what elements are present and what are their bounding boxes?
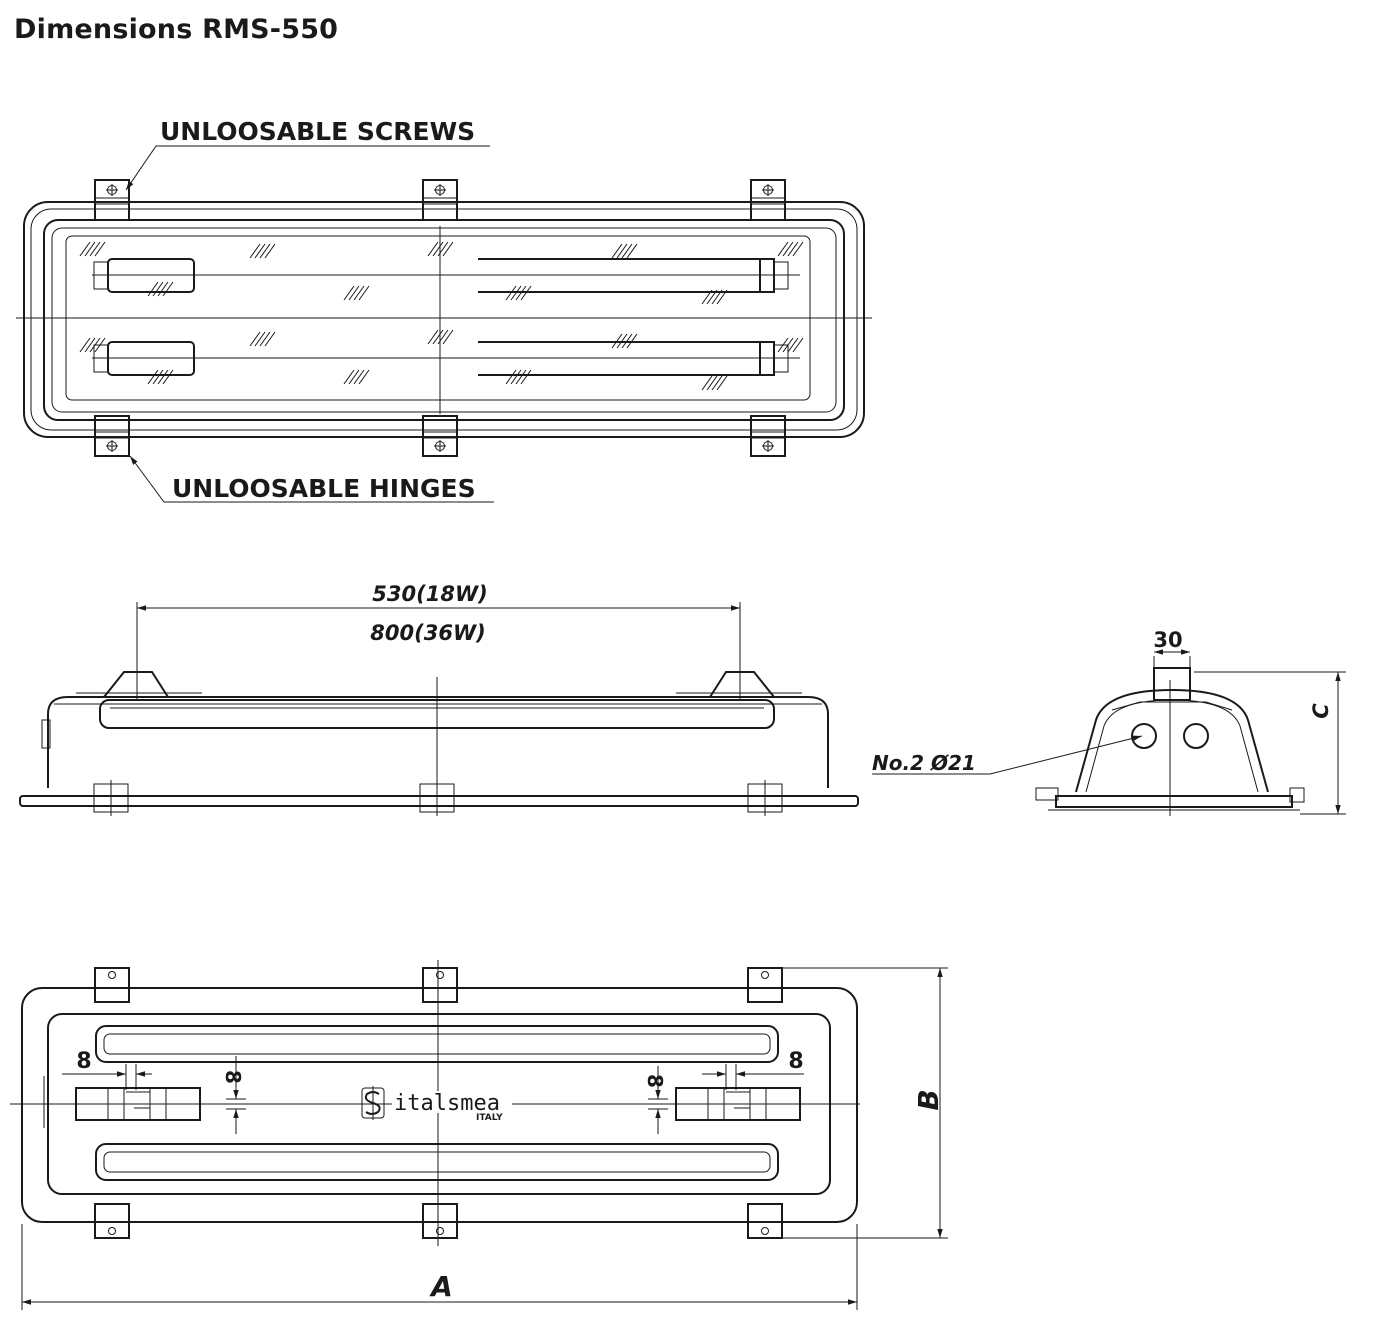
- top-screw-clamps: [94, 179, 786, 221]
- dim-c: C: [1309, 703, 1333, 719]
- end-view-housing: [1075, 688, 1269, 793]
- bottom-view-rail-top: [95, 1025, 779, 1063]
- mount-block-right: [675, 1087, 801, 1121]
- dim-b: B: [912, 1089, 945, 1110]
- callout-unloosable-screws: UNLOOSABLE SCREWS: [160, 117, 475, 146]
- side-view-body: [47, 696, 829, 788]
- end-view-gland: [1153, 667, 1191, 701]
- side-view-clamps: [93, 780, 783, 816]
- bottom-view-tabs: [94, 967, 783, 1239]
- brand-sub: ITALY: [476, 1113, 503, 1123]
- end-view-base-plate: [1055, 795, 1293, 808]
- dim-8-left: 8: [76, 1049, 91, 1074]
- top-view: UNLOOSABLE SCREWS UNLOOSABLE HINGES: [16, 117, 872, 503]
- dim-30: 30: [1153, 628, 1182, 652]
- callout-unloosable-hinges: UNLOOSABLE HINGES: [172, 474, 476, 503]
- dim-a: A: [429, 1270, 453, 1303]
- side-view-base-plate: [19, 795, 859, 807]
- dim-8-right: 8: [788, 1049, 803, 1074]
- dim-530-18w: 530(18W): [372, 582, 487, 606]
- glass-hatching: [79, 241, 804, 391]
- end-view-hole-right: [1183, 723, 1209, 749]
- brand-name: italsmea: [394, 1091, 500, 1116]
- label-no2-hole: No.2 Ø21: [872, 751, 976, 775]
- end-view-hole-left: [1131, 723, 1157, 749]
- bottom-view-outer-frame: [21, 987, 858, 1223]
- bottom-view: 8 8 8 8 italsmea ITALY A: [10, 960, 948, 1310]
- dim-800-36w: 800(36W): [370, 621, 485, 645]
- brand-logo: italsmea ITALY: [361, 1086, 512, 1123]
- dim-8-vertical-right: 8: [643, 1074, 667, 1088]
- bottom-view-rail-bottom: [95, 1143, 779, 1181]
- top-tube-2: [93, 341, 789, 376]
- side-view: 530(18W) 800(36W): [19, 582, 859, 816]
- end-view: 30 No.2 Ø21 C: [872, 628, 1346, 816]
- top-tube-1: [93, 258, 789, 293]
- dim-8-vertical-left: 8: [221, 1070, 245, 1084]
- top-view-outer-frame: [23, 201, 865, 438]
- page-title: Dimensions RMS-550: [14, 14, 339, 45]
- mount-block-left: [75, 1087, 201, 1121]
